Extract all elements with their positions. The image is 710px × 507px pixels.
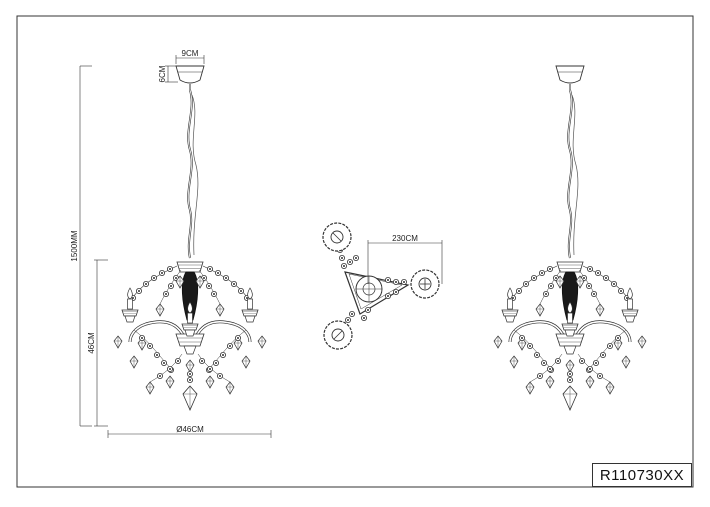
drawing-frame (16, 15, 694, 488)
top-cup-right (410, 269, 440, 299)
top-cup-lower (323, 320, 353, 350)
total-height-label: 1500MM (70, 230, 79, 261)
chain (187, 89, 199, 259)
front-view-dimensioned: 9CM 6CM 1500MM 46CM Ø46CM (70, 49, 272, 438)
top-view: 230CM (322, 222, 443, 350)
canopy-right (555, 65, 585, 84)
top-cup-upper (322, 222, 352, 252)
canopy (175, 65, 205, 84)
top-span-label: 230CM (392, 234, 418, 243)
canopy-height-label: 6CM (158, 65, 167, 82)
front-view-plain (494, 65, 646, 410)
body-height-label: 46CM (87, 332, 96, 354)
chain-right (567, 89, 579, 259)
product-code: R110730XX (592, 463, 692, 487)
canopy-width-label: 9CM (182, 49, 199, 58)
diameter-label: Ø46CM (176, 425, 204, 434)
